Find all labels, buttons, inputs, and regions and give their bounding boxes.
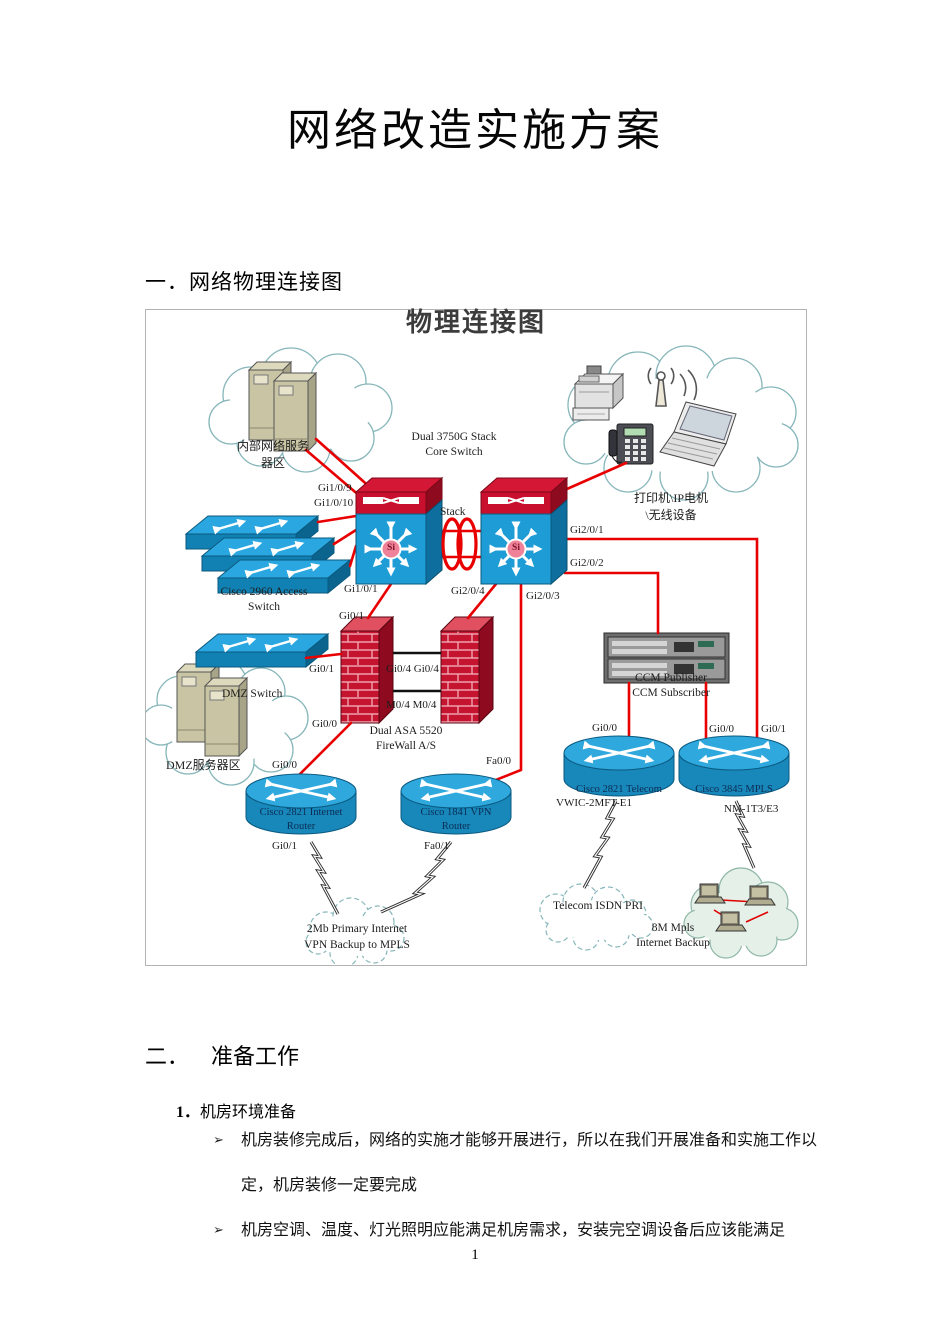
internal-servers-label: 内部网络服务 器区 [236,439,309,470]
ccm-label: CCM Publisher CCM Subscriber [632,672,710,699]
bullet-item: ➢ 机房空调、温度、灯光照明应能满足机房需求，安装完空调设备后应该能满足 [213,1208,817,1253]
stack-label: Stack [440,506,466,518]
list-item-number: 1． [176,1104,201,1121]
dmz-servers-label: DMZ服务器区 [166,758,241,772]
nm-module-label: NM-1T3/E3 [724,803,779,815]
firewall-label: Dual ASA 5520 FireWall A/S [369,725,443,752]
wireless-antenna-icon [647,367,698,407]
network-diagram: 物理连接图 内部网络服务 器区 Dual 3750G Stack Core Sw… [145,309,807,966]
port-telecom-gi0-0: Gi0/0 [592,722,618,734]
dmz-switch-label: DMZ Switch [222,688,283,700]
mpls-cloud-label: 8M Mpls Internet Backup [636,922,710,949]
port-mpls-gi0-1: Gi0/1 [761,723,787,735]
failover-links [393,651,441,693]
port-gi1-0-10: Gi1/0/10 [314,497,354,509]
port-gi1-0-1: Gi1/0/1 [344,583,378,595]
port-internet-gi0-1: Gi0/1 [272,840,298,852]
port-fw-gi0-0: Gi0/0 [312,718,338,730]
port-mpls-gi0-0: Gi0/0 [709,723,735,735]
access-switch-label: Cisco 2960 Access Switch [220,586,308,613]
diagram-title: 物理连接图 [405,308,546,337]
port-vpn-fa0-1: Fa0/1 [424,840,450,852]
port-fw-gi0-1-left: Gi0/1 [309,663,335,675]
laptop-icon [659,401,737,467]
isdn-cloud-label: Telecom ISDN PRI [553,900,643,912]
list-item-title: 机房环境准备 [200,1104,297,1121]
section1-heading: 一．网络物理连接图 [145,270,343,294]
stack-cable-icon [441,517,478,571]
internet-cloud-label: 2Mb Primary Internet VPN Backup to MPLS [304,923,410,951]
bullet-text: 机房空调、温度、灯光照明应能满足机房需求，安装完空调设备后应该能满足 [241,1222,786,1239]
isdn-cloud [539,883,654,951]
mpls-router-label: Cisco 3845 MPLS [695,784,773,795]
si-badge-left: Si [387,543,395,553]
section2-title: 准备工作 [211,1044,300,1069]
port-gi2-0-1: Gi2/0/1 [570,524,604,536]
telecom-router-label: Cisco 2821 Telecom [576,784,662,795]
list-item-1: 1．机房环境准备 [176,1098,296,1122]
ip-phone-icon [608,423,654,465]
page-title: 网络改造实施方案 [287,106,663,155]
port-gi2-0-3: Gi2/0/3 [526,590,560,602]
bullet-list: ➢ 机房装修完成后，网络的实施才能够开展进行，所以在我们开展准备和实施工作以定，… [213,1118,817,1253]
port-internet-gi0-0: Gi0/0 [272,759,298,771]
section2-number: 二． [145,1044,190,1069]
port-fw-gi0-4: Gi0/4 Gi0/4 [386,663,439,675]
port-fw-m0-4: M0/4 M0/4 [386,699,437,711]
port-gi2-0-2: Gi2/0/2 [570,557,604,569]
wan-link-bolts [309,800,756,915]
port-gi1-0-9: Gi1/0/9 [318,482,352,494]
internet-cloud [305,897,405,965]
port-gi2-0-4: Gi2/0/4 [451,585,485,597]
port-vpn-fa0-0: Fa0/0 [486,755,512,767]
edge-devices-label: 打印机\IP电机 \无线设备 [633,491,708,522]
bullet-marker-icon: ➢ [213,1223,224,1238]
core-switch-label: Dual 3750G Stack Core Switch [411,431,497,458]
vpn-router-label: Cisco 1841 VPN Router [420,807,492,832]
internet-router-label: Cisco 2821 Internet Router [259,807,343,832]
page-number: 1 [471,1247,479,1263]
section2-heading: 二． 准备工作 [145,1039,299,1071]
bullet-marker-icon: ➢ [213,1133,224,1148]
vwic-module-label: VWIC-2MFT-E1 [556,797,632,809]
network-diagram-canvas [146,345,799,965]
printer-icon [572,365,625,421]
si-badge-right: Si [512,543,520,553]
bullet-text: 机房装修完成后，网络的实施才能够开展进行，所以在我们开展准备和实施工作以定，机房… [241,1132,818,1194]
bullet-item: ➢ 机房装修完成后，网络的实施才能够开展进行，所以在我们开展准备和实施工作以定，… [213,1118,817,1208]
ccm-server-icon [603,632,730,684]
port-fw-gi0-1-top: Gi0/1 [339,610,365,622]
